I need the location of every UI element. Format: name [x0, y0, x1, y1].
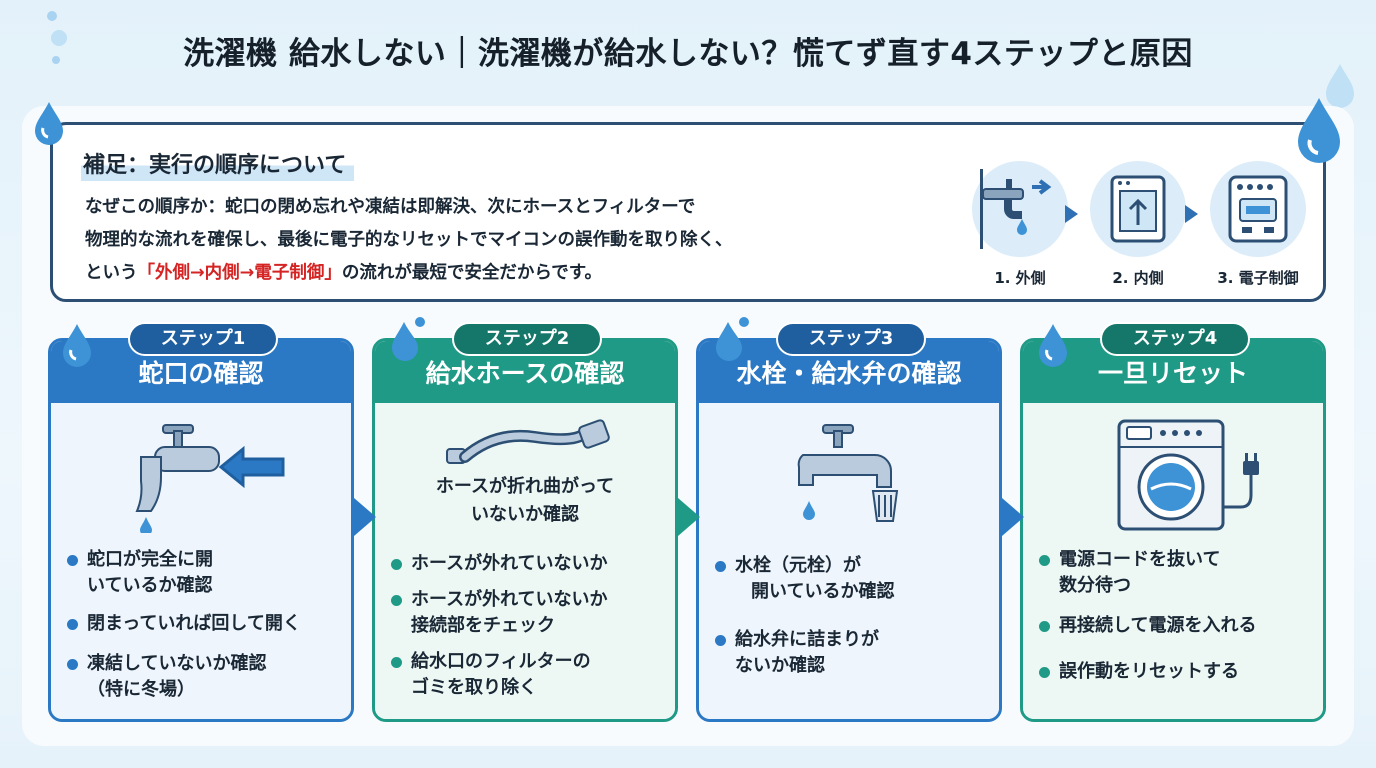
bullet-item: 誤作動をリセットする — [1037, 659, 1317, 685]
bullet-text: （特に冬場） — [87, 679, 195, 700]
flow-step-outside: 1. 外側 — [965, 161, 1075, 288]
water-drop-icon — [47, 11, 67, 64]
step-card-2: 給水ホースの確認 ホースが折れ曲がって いないか確認 ホースが外れていないか ホ… — [372, 338, 678, 722]
step-body: 水栓（元栓）が開いているか確認 給水弁に詰まりがないか確認 — [699, 403, 999, 719]
note-line: なぜこの順序か：蛇口の閉め忘れや凍結は即解決、次にホースとフィルターで — [85, 197, 696, 217]
bullet-text: 電源コードを抜いて — [1059, 549, 1221, 570]
water-drop-icon — [1326, 64, 1354, 108]
step-body: ホースが折れ曲がって いないか確認 ホースが外れていないか ホースが外れていない… — [375, 403, 675, 719]
bullet-item: 電源コードを抜いて数分待つ — [1037, 547, 1317, 599]
bullet-item: 閉まっていれば回して開く — [65, 611, 345, 637]
step-badge: ステップ1 — [128, 322, 278, 356]
flow-step-electronic: 3. 電子制御 — [1203, 161, 1313, 288]
bullet-text: ないか確認 — [735, 655, 825, 676]
bullet-item: 給水弁に詰まりがないか確認 — [713, 627, 993, 679]
step-badge: ステップ4 — [1100, 322, 1250, 356]
bullet-text: 数分待つ — [1059, 575, 1131, 596]
bullet-text: 給水口のフィルターの — [411, 651, 591, 672]
bullet-item: 再接続して電源を入れる — [1037, 613, 1317, 639]
step-body: 蛇口が完全に開いているか確認 閉まっていれば回して開く 凍結していないか確認 （特… — [51, 403, 351, 719]
step-bullets: 電源コードを抜いて数分待つ 再接続して電源を入れる 誤作動をリセットする — [1037, 547, 1317, 685]
next-step-arrow-icon — [354, 498, 376, 536]
water-drop-icon — [392, 317, 425, 361]
step-bullets: 蛇口が完全に開いているか確認 閉まっていれば回して開く 凍結していないか確認 （特… — [65, 547, 345, 703]
faucet-icon — [972, 161, 1068, 257]
bullet-text: ホースが外れていないか — [411, 553, 608, 574]
washing-machine-plug-icon — [1023, 417, 1323, 533]
note-text: という — [85, 263, 138, 283]
faucet-with-arrow-icon — [51, 417, 351, 536]
step-badge: ステップ3 — [776, 322, 926, 356]
step-bullets: ホースが外れていないか ホースが外れていないか接続部をチェック 給水口のフィルタ… — [389, 551, 669, 701]
step-bullets: 水栓（元栓）が開いているか確認 給水弁に詰まりがないか確認 — [713, 553, 993, 679]
step-card-4: 一旦リセット 電源コードを抜いて数分待つ 再接続して電源を入れる 誤作動をリセッ… — [1020, 338, 1326, 722]
note-body: なぜこの順序か：蛇口の閉め忘れや凍結は即解決、次にホースとフィルターで 物理的な… — [85, 191, 965, 290]
water-drop-icon — [716, 317, 749, 361]
washer-drum-icon — [1090, 161, 1186, 257]
flow-step-inside: 2. 内側 — [1083, 161, 1193, 288]
bullet-text: 誤作動をリセットする — [1059, 661, 1239, 682]
caption-text: いないか確認 — [471, 504, 579, 525]
hose-icon — [375, 417, 675, 533]
step-body: 電源コードを抜いて数分待つ 再接続して電源を入れる 誤作動をリセットする — [1023, 403, 1323, 719]
bullet-item: ホースが外れていないか接続部をチェック — [389, 587, 669, 639]
bullet-text: 蛇口が完全に開 — [87, 549, 213, 570]
control-panel-icon — [1210, 161, 1306, 257]
step-card-1: 蛇口の確認 蛇口が完全に開いているか確認 閉まっていれば回して開く 凍結していな… — [48, 338, 354, 722]
next-step-arrow-icon — [1002, 498, 1024, 536]
bullet-text: 給水弁に詰まりが — [735, 629, 879, 650]
bullet-text: いているか確認 — [87, 575, 213, 596]
water-drop-icon — [35, 102, 63, 145]
step-badge: ステップ2 — [452, 322, 602, 356]
flow-label: 1. 外側 — [994, 269, 1046, 287]
note-line: という「外側→内側→電子制御」の流れが最短で安全だからです。 — [85, 257, 965, 290]
bullet-item: 凍結していないか確認 （特に冬場） — [65, 651, 345, 703]
step-caption: ホースが折れ曲がって いないか確認 — [375, 473, 675, 529]
bullet-item: ホースが外れていないか — [389, 551, 669, 577]
flow-arrow-icon — [1185, 205, 1198, 223]
faucet-filter-icon — [699, 417, 999, 533]
note-title: 補足：実行の順序について — [81, 147, 355, 181]
note-text: の流れが最短で安全だからです。 — [341, 263, 603, 283]
flow-arrow-icon — [1065, 205, 1078, 223]
note-line: 物理的な流れを確保し、最後に電子的なリセットでマイコンの誤作動を取り除く、 — [85, 230, 733, 250]
bullet-text: 凍結していないか確認 — [87, 653, 267, 674]
bullet-text: 再接続して電源を入れる — [1059, 615, 1257, 636]
water-drop-icon — [1039, 324, 1067, 367]
highlight-text: 「外側→内側→電子制御」 — [137, 263, 342, 283]
flow-label: 2. 内側 — [1112, 269, 1164, 287]
order-note-box: 補足：実行の順序について なぜこの順序か：蛇口の閉め忘れや凍結は即解決、次にホー… — [50, 122, 1326, 302]
bullet-text: ホースが外れていないか — [411, 589, 608, 610]
bullet-text: ゴミを取り除く — [411, 677, 537, 698]
bullet-item: 蛇口が完全に開いているか確認 — [65, 547, 345, 599]
bullet-item: 水栓（元栓）が開いているか確認 — [713, 553, 993, 605]
water-drop-icon — [1298, 98, 1340, 163]
bullet-text: 開いているか確認 — [751, 581, 895, 602]
bullet-text: 閉まっていれば回して開く — [87, 613, 301, 634]
bullet-text: 水栓（元栓）が — [735, 555, 861, 576]
bullet-item: 給水口のフィルターのゴミを取り除く — [389, 649, 669, 701]
step-card-3: 水栓・給水弁の確認 水栓（元栓）が開いているか確認 給水弁に詰まりがないか確認 — [696, 338, 1002, 722]
caption-text: ホースが折れ曲がって — [435, 476, 615, 497]
flow-label: 3. 電子制御 — [1217, 269, 1299, 287]
next-step-arrow-icon — [678, 498, 700, 536]
page-title: 洗濯機 給水しない｜洗濯機が給水しない？慌てず直す4ステップと原因 — [183, 36, 1193, 72]
bullet-text: 接続部をチェック — [411, 615, 555, 636]
water-drop-icon — [63, 324, 91, 367]
